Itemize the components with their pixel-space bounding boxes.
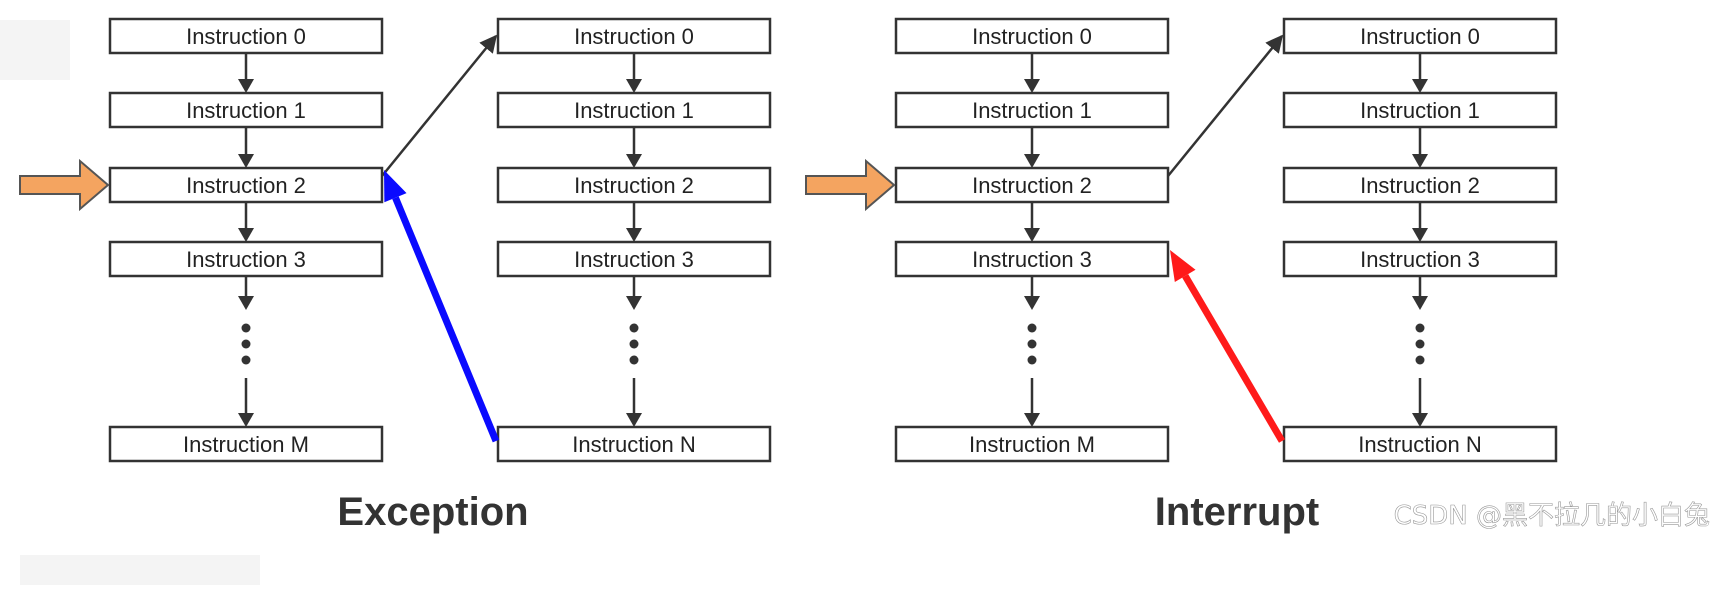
- handler-instruction-box-label: Instruction 0: [574, 24, 694, 49]
- current-instruction-pointer-arrow: [19, 158, 110, 212]
- handler-instruction-box-label: Instruction 2: [574, 173, 694, 198]
- ellipsis-dot: [1027, 339, 1037, 349]
- handler-instruction-box: [496, 166, 772, 204]
- ellipsis-dot: [629, 355, 639, 365]
- interrupt-caption: Interrupt: [1155, 490, 1319, 534]
- main-instruction-box-label: Instruction 2: [972, 173, 1092, 198]
- return-arrow-head: [384, 170, 407, 203]
- handler-instruction-box-label: Instruction 1: [574, 98, 694, 123]
- return-arrow-head: [1170, 250, 1196, 282]
- ellipsis-dot: [241, 355, 251, 365]
- main-instruction-box-label: Instruction M: [183, 432, 309, 457]
- handler-instruction-box: [1282, 166, 1558, 204]
- main-instruction-box-label: Instruction 3: [186, 247, 306, 272]
- main-instruction-box: [894, 166, 1170, 204]
- return-arrow: [1182, 274, 1286, 443]
- main-instruction-box-label: Instruction 1: [186, 98, 306, 123]
- handler-instruction-box-label: Instruction 2: [1360, 173, 1480, 198]
- handler-instruction-box-label: Instruction 3: [574, 247, 694, 272]
- ellipsis-dot: [1027, 323, 1037, 333]
- handler-instruction-box-label: Instruction N: [572, 432, 696, 457]
- exception-panel: Instruction 0 Instruction 1 Instruction 2 I…: [19, 17, 772, 534]
- main-instruction-box-label: Instruction 0: [186, 24, 306, 49]
- ellipsis-dot: [1415, 339, 1425, 349]
- jump-to-handler-arrow: [1167, 34, 1284, 177]
- main-instruction-box-label: Instruction 0: [972, 24, 1092, 49]
- return-arrow: [392, 196, 500, 443]
- interrupt-panel: Instruction 0 Instruction 1 Instruction 2 I…: [805, 17, 1558, 534]
- ellipsis-dot: [629, 339, 639, 349]
- ellipsis-dot: [629, 323, 639, 333]
- handler-instruction-box: [496, 17, 772, 55]
- handler-instruction-box: [1282, 240, 1558, 278]
- jump-to-handler-arrow: [381, 34, 498, 177]
- handler-instruction-box: [1282, 425, 1558, 463]
- ellipsis-dot: [241, 339, 251, 349]
- handler-instruction-box: [496, 425, 772, 463]
- handler-instruction-box-label: Instruction 0: [1360, 24, 1480, 49]
- main-instruction-box-label: Instruction 3: [972, 247, 1092, 272]
- watermark: CSDN @黑不拉几的小白兔: [1394, 501, 1710, 531]
- ellipsis-dot: [241, 323, 251, 333]
- handler-instruction-box-label: Instruction N: [1358, 432, 1482, 457]
- current-instruction-pointer-arrow: [805, 158, 896, 212]
- main-instruction-box: [894, 91, 1170, 129]
- main-instruction-box-label: Instruction M: [969, 432, 1095, 457]
- handler-instruction-box: [496, 240, 772, 278]
- ellipsis-dot: [1027, 355, 1037, 365]
- main-instruction-box-label: Instruction 1: [972, 98, 1092, 123]
- handler-instruction-box-label: Instruction 3: [1360, 247, 1480, 272]
- ellipsis-dot: [1415, 355, 1425, 365]
- main-instruction-box: [108, 240, 384, 278]
- main-instruction-box-label: Instruction 2: [186, 173, 306, 198]
- exception-caption: Exception: [337, 490, 528, 534]
- handler-instruction-box-label: Instruction 1: [1360, 98, 1480, 123]
- ellipsis-dot: [1415, 323, 1425, 333]
